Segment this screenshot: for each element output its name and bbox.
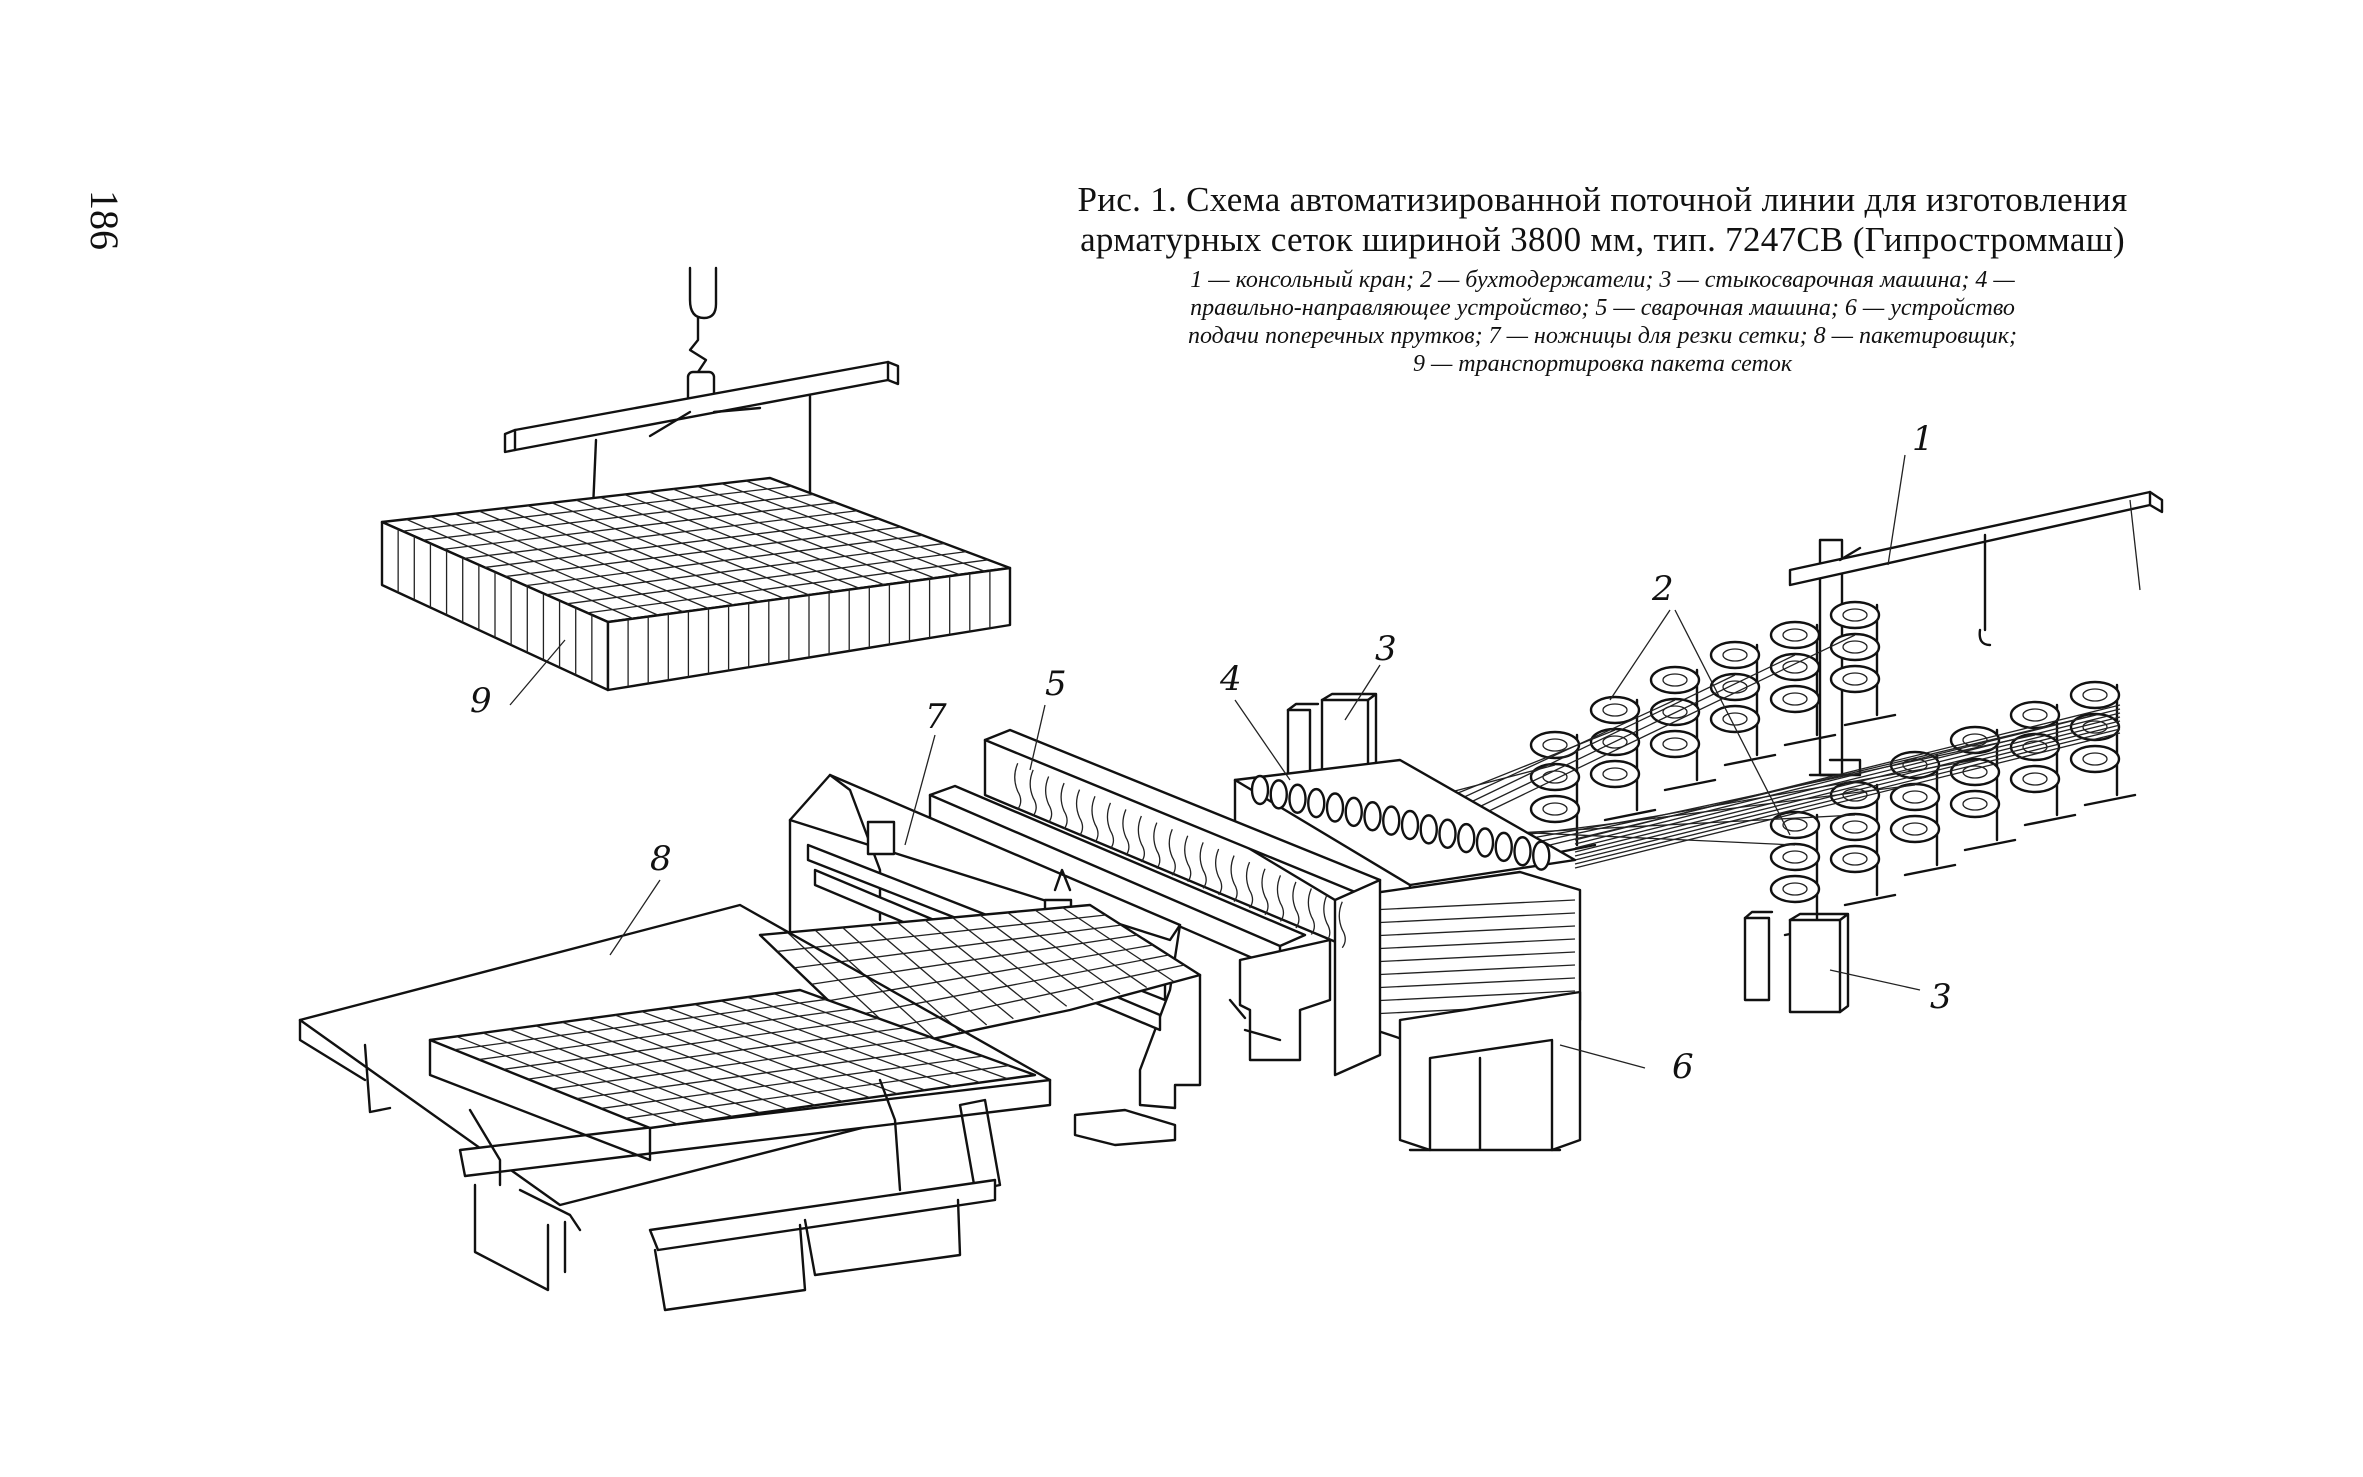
callout-8: 8 [650, 839, 672, 879]
cross-bar-feeder [1358, 870, 1582, 1152]
caption-legend: 1 — консольный кран; 2 — бухтодержатели;… [985, 266, 2220, 378]
callout-9: 9 [470, 681, 492, 721]
leader-8 [609, 879, 661, 956]
figure-caption: Рис. 1. Схема автоматизированной поточно… [985, 180, 2220, 378]
callout-2: 2 [1651, 569, 1674, 609]
leader-9 [509, 639, 566, 706]
callout-3-top: 3 [1375, 629, 1397, 669]
leader-4 [1234, 699, 1291, 781]
leader-1 [1887, 454, 1906, 566]
callout-leaders [509, 454, 1921, 1069]
crane-jib [1788, 490, 2152, 587]
callout-6: 6 [1672, 1047, 1694, 1087]
callout-1: 1 [1912, 419, 1934, 459]
butt-welding-machine-bottom [1743, 910, 1850, 1014]
leader-5 [1029, 704, 1046, 771]
callout-7: 7 [925, 697, 947, 737]
callout-3-bottom: 3 [1930, 977, 1952, 1017]
caption-legend-line-1: 1 — консольный кран; 2 — бухтодержатели;… [1190, 267, 2015, 293]
packager [298, 903, 1052, 1312]
leader-3-bottom [1829, 969, 1921, 991]
mesh-package-transport [380, 266, 1012, 692]
crane-hook [688, 266, 718, 320]
caption-title-line-2: арматурных сеток шириной 3800 мм, тип. 7… [1080, 220, 2125, 259]
caption-legend-line-2: правильно-направляющее устройство; 5 — с… [1190, 295, 2015, 321]
caption-legend-line-3: подачи поперечных прутков; 7 — ножницы д… [1187, 323, 2018, 349]
caption-title-line-1: Рис. 1. Схема автоматизированной поточно… [1077, 180, 2128, 219]
leader-3-top [1344, 664, 1381, 721]
cantilever-crane [1788, 490, 2164, 777]
leader-2a [1609, 609, 1671, 701]
leader-7 [904, 734, 936, 846]
leader-2b [1674, 609, 1791, 836]
straightening-guiding-device [1233, 758, 1577, 947]
callout-numbers: 1 2 3 3 4 5 6 7 8 9 [470, 419, 1952, 1087]
welding-machine [928, 728, 1382, 1077]
callout-4: 4 [1219, 659, 1242, 699]
callout-5: 5 [1045, 664, 1067, 704]
leader-6 [1559, 1044, 1646, 1069]
coil-holders [1529, 600, 2137, 937]
caption-legend-line-4: 9 — транспортировка пакета сеток [1412, 351, 1793, 377]
caption-title: Рис. 1. Схема автоматизированной поточно… [985, 180, 2220, 260]
